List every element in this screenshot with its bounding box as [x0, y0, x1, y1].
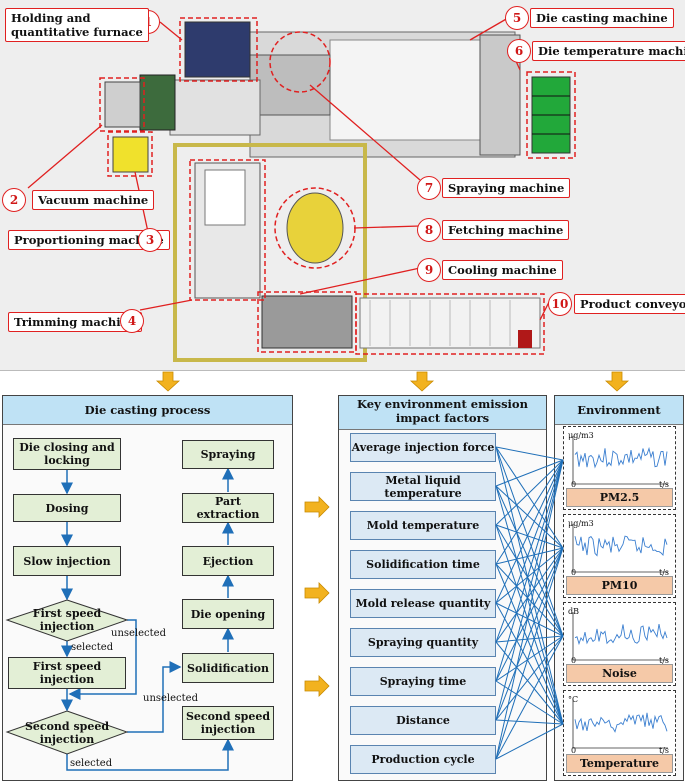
- axis-origin: 0: [571, 746, 577, 755]
- machine-label-spraying: Spraying machine: [442, 178, 571, 198]
- right-arrow-icon: [304, 582, 330, 604]
- decision-second-speed-label: Second speed injection: [24, 720, 110, 746]
- branch-label-selected: selected: [70, 758, 113, 769]
- machine-label-fetching: Fetching machine: [442, 220, 570, 240]
- right-arrow-icon: [304, 675, 330, 697]
- axis-unit: μg/m3: [568, 431, 594, 440]
- right-arrow-icon: [304, 496, 330, 518]
- callout-number: 4: [120, 309, 144, 333]
- axis-unit: °C: [568, 695, 579, 704]
- factor-item: Spraying time: [350, 667, 496, 696]
- second-speed-decision-diamond: [5, 710, 129, 755]
- axis-time-label: t/s: [659, 746, 670, 755]
- factor-item: Solidification time: [350, 550, 496, 579]
- factor-item: Spraying quantity: [350, 628, 496, 657]
- emission-label: Noise: [566, 664, 673, 683]
- axis-time-label: t/s: [659, 656, 670, 665]
- process-panel-title: Die casting process: [3, 396, 292, 425]
- step-die-closing: Die closing and locking: [13, 438, 121, 470]
- callout-number: 8: [417, 218, 441, 242]
- factor-item: Average injection force: [350, 433, 496, 462]
- machine-label-trimming: Trimming machine: [8, 312, 143, 332]
- machine-label-vacuum: Vacuum machine: [32, 190, 155, 210]
- step-die-opening: Die opening: [182, 599, 274, 629]
- down-arrow-icon: [604, 371, 630, 392]
- axis-origin: 0: [571, 568, 577, 577]
- emission-panel-title: Environment emission: [555, 396, 683, 445]
- emission-card-pm10: μg/m3 0 t/s PM10: [563, 514, 676, 598]
- callout-number: 10: [548, 292, 572, 316]
- callout-number: 9: [417, 258, 441, 282]
- axis-time-label: t/s: [659, 568, 670, 577]
- factors-panel-title: Key environment emission impact factors: [339, 396, 546, 430]
- emission-label: Temperature: [566, 754, 673, 773]
- machine-label-cooling: Cooling machine: [442, 260, 563, 280]
- axis-origin: 0: [571, 656, 577, 665]
- step-spraying: Spraying: [182, 440, 274, 469]
- callout-number: 6: [507, 39, 531, 63]
- decision-first-speed-label: First speed injection: [32, 607, 102, 633]
- axis-unit: μg/m3: [568, 519, 594, 528]
- machine-label-conveyor: Product conveyor: [574, 294, 685, 314]
- section-arrows: [155, 371, 630, 392]
- factor-item: Mold release quantity: [350, 589, 496, 618]
- first-speed-decision-diamond: [5, 599, 129, 642]
- emission-label: PM2.5: [566, 488, 673, 507]
- factor-item: Metal liquid temperature: [350, 472, 496, 501]
- step-second-speed-injection: Second speed injection: [182, 706, 274, 740]
- branch-label-unselected: unselected: [111, 628, 166, 639]
- callout-number: 3: [138, 228, 162, 252]
- emission-card-temperature: °C 0 t/s Temperature: [563, 690, 676, 776]
- machine-label-furnace: Holding and quantitative furnace: [5, 8, 149, 42]
- factor-item: Production cycle: [350, 745, 496, 774]
- branch-label-unselected: unselected: [143, 693, 198, 704]
- machine-layout-illustration: 1 Holding and quantitative furnace 2 Vac…: [0, 0, 685, 371]
- machine-label-die-casting: Die casting machine: [530, 8, 674, 28]
- step-part-extraction: Part extraction: [182, 493, 274, 523]
- callout-number: 7: [417, 176, 441, 200]
- callout-number: 5: [505, 6, 529, 30]
- machine-label-die-temperature: Die temperature machine: [532, 41, 685, 61]
- step-solidification: Solidification: [182, 653, 274, 683]
- axis-time-label: t/s: [659, 480, 670, 489]
- step-first-speed-injection: First speed injection: [8, 657, 126, 689]
- panel-connector-arrows: [304, 496, 330, 697]
- machine-label-proportioning: Proportioning machine: [8, 230, 170, 250]
- emission-card-pm25: μg/m3 0 t/s PM2.5: [563, 426, 676, 510]
- factor-item: Distance: [350, 706, 496, 735]
- step-slow-injection: Slow injection: [13, 546, 121, 576]
- down-arrow-icon: [409, 371, 435, 392]
- axis-origin: 0: [571, 480, 577, 489]
- emission-label: PM10: [566, 576, 673, 595]
- factor-item: Mold temperature: [350, 511, 496, 540]
- step-dosing: Dosing: [13, 494, 121, 522]
- down-arrow-icon: [155, 371, 181, 392]
- axis-unit: dB: [568, 607, 579, 616]
- callout-number: 2: [2, 188, 26, 212]
- step-ejection: Ejection: [182, 546, 274, 576]
- branch-label-selected: selected: [71, 642, 114, 653]
- emission-card-noise: dB 0 t/s Noise: [563, 602, 676, 686]
